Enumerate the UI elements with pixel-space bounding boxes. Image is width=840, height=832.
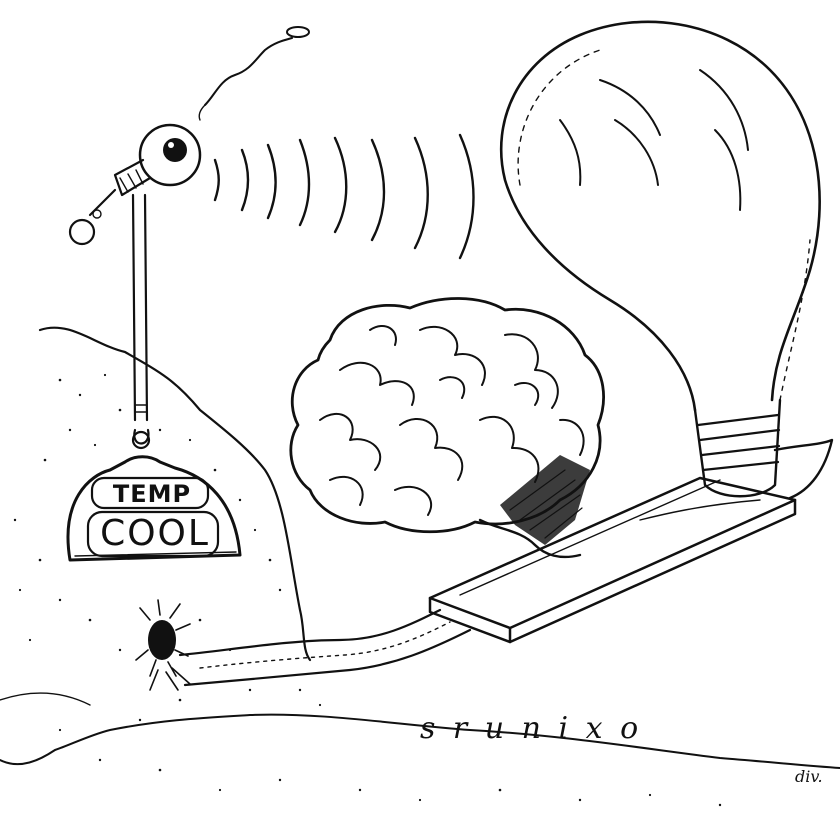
cable <box>135 599 472 691</box>
gauge-label-temp: TEMP <box>113 480 191 508</box>
ground-hill <box>0 326 840 807</box>
artist-signature: s r u n i x o div. <box>420 711 823 786</box>
wooden-board <box>428 476 797 644</box>
gauge-label-cool: COOL <box>100 513 210 554</box>
antenna-wire <box>198 26 310 121</box>
temp-gauge: TEMP COOL <box>66 455 242 562</box>
brain <box>289 297 605 559</box>
signature-text: s r u n i x o <box>420 711 642 746</box>
signature-suffix: div. <box>795 767 823 786</box>
eye-sensor <box>68 123 202 450</box>
light-bulb <box>499 20 834 500</box>
hill-texture <box>13 373 722 807</box>
signal-waves <box>213 133 475 260</box>
